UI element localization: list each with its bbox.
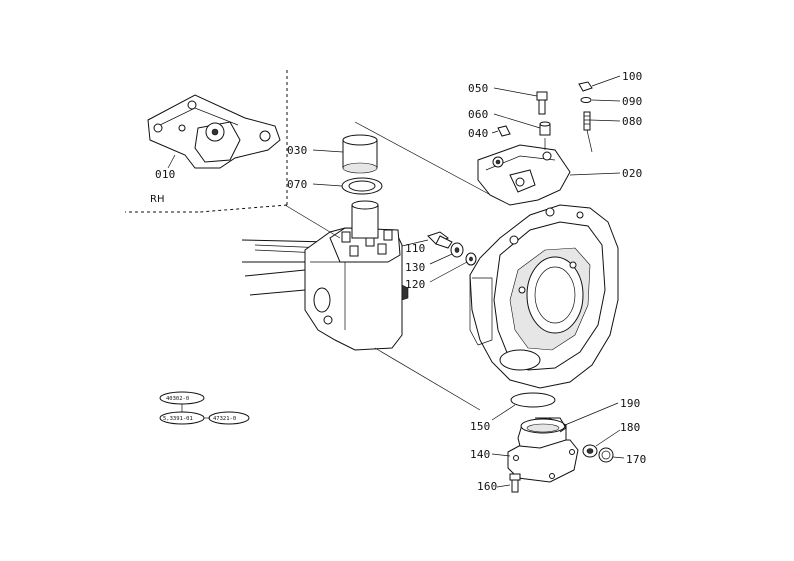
callout-060: 060 xyxy=(468,108,488,121)
leader-170 xyxy=(612,456,625,459)
callout-070: 070 xyxy=(287,178,307,191)
leader-060 xyxy=(493,113,541,129)
callout-110: 110 xyxy=(405,242,425,255)
rh-inset-group: 010 RH xyxy=(125,70,288,213)
callout-080: 080 xyxy=(622,115,642,128)
bolt-160 xyxy=(509,473,521,493)
leader-180 xyxy=(595,429,621,447)
bracket-020 xyxy=(477,144,571,206)
leader-070 xyxy=(312,183,343,187)
leader-080 xyxy=(589,119,621,122)
callout-150: 150 xyxy=(470,420,490,433)
leader-040 xyxy=(491,130,499,134)
guide-line-top xyxy=(354,121,501,201)
callout-170: 170 xyxy=(626,453,646,466)
callout-160: 160 xyxy=(477,480,497,493)
leader-housing xyxy=(284,204,341,239)
callout-100: 100 xyxy=(622,70,642,83)
axle-housing xyxy=(241,200,409,351)
washer-130 xyxy=(450,242,464,258)
leader-020 xyxy=(569,172,621,176)
callout-190: 190 xyxy=(620,397,640,410)
ref-tag-3: 47321-0 xyxy=(213,416,236,422)
callout-180: 180 xyxy=(620,421,640,434)
guide-line-bottom xyxy=(374,347,481,411)
inset-border-diagonal xyxy=(199,204,288,213)
plug-170 xyxy=(598,447,614,463)
leader-130 xyxy=(429,253,453,265)
leader-160 xyxy=(496,484,511,488)
nipple-040 xyxy=(497,125,511,137)
callout-140: 140 xyxy=(470,448,490,461)
o-ring-150 xyxy=(510,392,556,408)
gear-case xyxy=(469,204,619,389)
callout-010: 010 xyxy=(155,168,175,181)
bolt-050 xyxy=(536,91,548,115)
ref-tag-1: 40302-0 xyxy=(166,396,189,402)
seal-070 xyxy=(341,177,383,195)
callout-030: 030 xyxy=(287,144,307,157)
callout-090: 090 xyxy=(622,95,642,108)
fastener-guides xyxy=(544,129,593,153)
leader-090 xyxy=(591,99,621,102)
bracket-010 xyxy=(147,94,281,169)
washer-090 xyxy=(580,97,592,103)
leader-190 xyxy=(564,402,619,426)
nut-100 xyxy=(578,81,593,92)
seal-180 xyxy=(582,444,598,458)
callout-050: 050 xyxy=(468,82,488,95)
clip-190 xyxy=(535,417,567,433)
washer-120 xyxy=(465,252,477,266)
side-label-rh: RH xyxy=(150,194,164,205)
leader-100 xyxy=(591,75,621,87)
leader-140 xyxy=(491,453,511,457)
bolt-110 xyxy=(427,231,453,249)
cover-140 xyxy=(507,417,579,483)
ref-tag-2: 5,3391-01 xyxy=(163,416,193,422)
leader-010 xyxy=(167,154,176,169)
leader-030 xyxy=(312,149,344,153)
leader-120 xyxy=(429,261,468,283)
reference-tags: 40302-0 5,3391-01 47321-0 xyxy=(159,391,250,425)
callout-040: 040 xyxy=(468,127,488,140)
callout-120: 120 xyxy=(405,278,425,291)
leader-050 xyxy=(493,87,538,97)
callout-020: 020 xyxy=(622,167,642,180)
bushing-030 xyxy=(342,134,378,174)
stud-080 xyxy=(583,111,591,131)
ref-tag-3-oval xyxy=(208,411,250,425)
callout-130: 130 xyxy=(405,261,425,274)
leader-150 xyxy=(491,404,516,421)
collar-060 xyxy=(539,121,551,136)
leader-110 xyxy=(401,239,429,247)
